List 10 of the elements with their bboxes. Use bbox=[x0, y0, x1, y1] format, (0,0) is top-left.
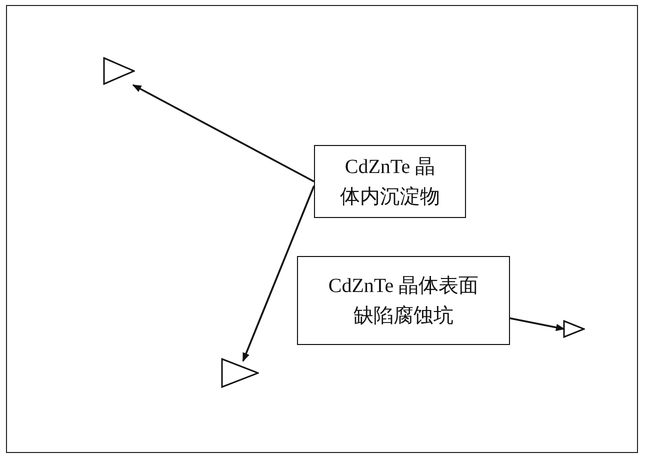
text-box bbox=[297, 256, 510, 345]
arrow bbox=[510, 317, 565, 331]
arrow bbox=[242, 186, 315, 362]
triangle-marker bbox=[221, 358, 259, 388]
arrow bbox=[132, 84, 314, 182]
box-label: CdZnTe 晶体表面缺陷腐蚀坑 bbox=[328, 274, 479, 328]
triangle-marker bbox=[563, 320, 585, 338]
triangle-marker bbox=[103, 57, 135, 85]
box-label: CdZnTe 晶体内沉淀物 bbox=[339, 154, 441, 210]
text-box bbox=[314, 145, 466, 218]
